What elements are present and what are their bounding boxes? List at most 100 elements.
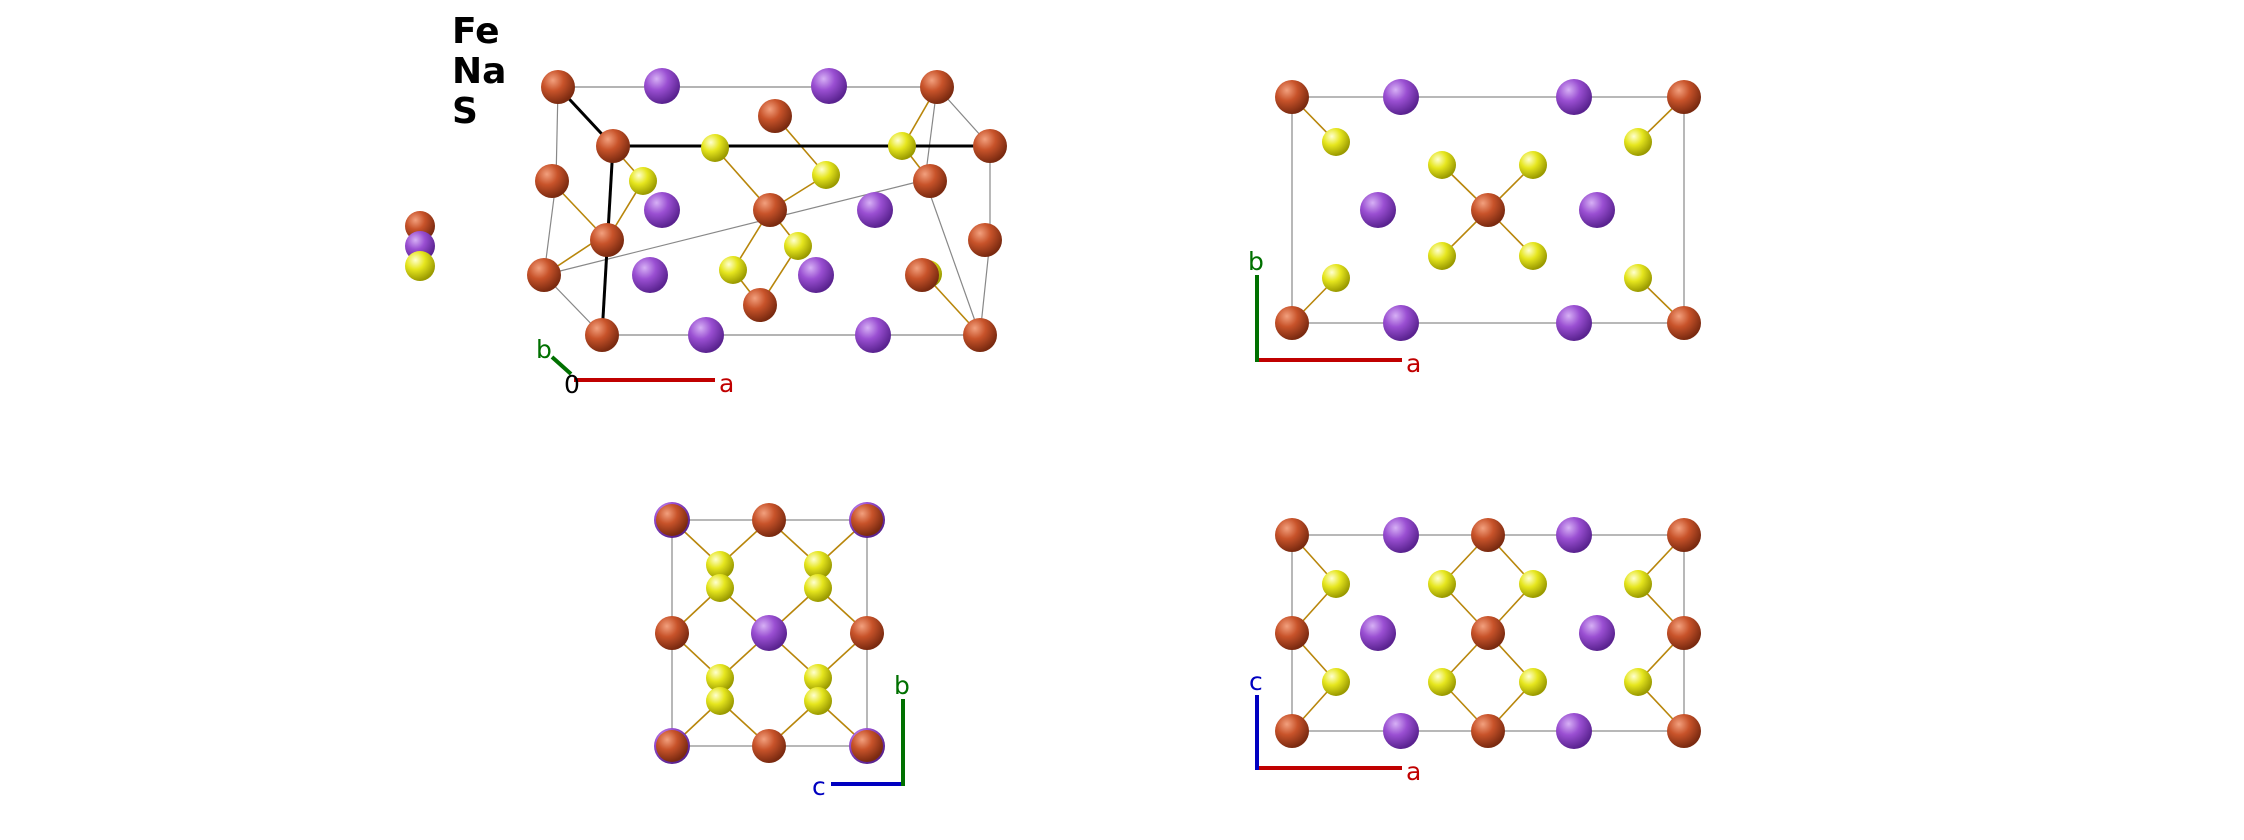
fe-atom <box>743 288 777 322</box>
fe-atom <box>753 193 787 227</box>
s-atom <box>804 574 832 602</box>
na-atom <box>1556 713 1592 749</box>
na-atom <box>857 192 893 228</box>
c-axis-label: c <box>812 772 826 801</box>
s-atom <box>706 551 734 579</box>
fe-atom <box>596 129 630 163</box>
na-atom <box>1383 305 1419 341</box>
axis-triad-cb: c b <box>812 671 910 801</box>
s-atom <box>804 664 832 692</box>
b-axis-label: b <box>894 671 910 700</box>
na-atom <box>644 192 680 228</box>
fe-atom <box>1667 306 1701 340</box>
na-atom <box>1579 192 1615 228</box>
fe-atom <box>1275 80 1309 114</box>
s-atom <box>1322 128 1350 156</box>
s-atom <box>706 574 734 602</box>
na-atom <box>1556 305 1592 341</box>
c-axis-label: c <box>1249 667 1263 696</box>
na-atom <box>644 68 680 104</box>
fe-atom <box>851 730 883 762</box>
na-atom <box>688 317 724 353</box>
b-axis-label: b <box>536 335 552 364</box>
fe-atom <box>1471 518 1505 552</box>
fe-atom <box>655 616 689 650</box>
fe-atom <box>585 318 619 352</box>
fe-atom <box>656 730 688 762</box>
unit-cell-edge <box>1291 96 1685 324</box>
view-perspective: a b 0 <box>527 68 1007 399</box>
legend-s-label: S <box>452 91 478 132</box>
fe-atom <box>1275 306 1309 340</box>
fe-atom <box>850 616 884 650</box>
s-atom <box>1428 668 1456 696</box>
fe-atom <box>963 318 997 352</box>
s-atom <box>1519 668 1547 696</box>
s-atom <box>1322 668 1350 696</box>
fe-atom <box>527 258 561 292</box>
fe-atom <box>973 129 1007 163</box>
view-ac-projection: a c <box>1249 517 1701 786</box>
atoms <box>527 68 1007 353</box>
fe-atom <box>752 503 786 537</box>
fe-atom <box>920 70 954 104</box>
fe-atom <box>535 164 569 198</box>
fe-atom <box>1667 80 1701 114</box>
na-atom <box>1579 615 1615 651</box>
na-atom <box>1383 517 1419 553</box>
s-atom <box>804 687 832 715</box>
s-atom <box>701 134 729 162</box>
s-atom <box>888 132 916 160</box>
na-atom <box>1383 713 1419 749</box>
fe-atom <box>752 729 786 763</box>
fe-atom <box>1667 616 1701 650</box>
element-legend: Fe Na S <box>405 11 506 281</box>
fe-atom <box>590 223 624 257</box>
s-atom <box>1322 264 1350 292</box>
s-atom <box>1428 151 1456 179</box>
atoms <box>1275 517 1701 749</box>
fe-atom <box>1667 518 1701 552</box>
fe-atom <box>913 164 947 198</box>
na-atom <box>1360 615 1396 651</box>
s-atom <box>1519 242 1547 270</box>
atoms <box>654 502 885 764</box>
s-atom <box>1322 570 1350 598</box>
s-atom <box>1519 570 1547 598</box>
s-atom <box>1519 151 1547 179</box>
axis-triad-ab: a b <box>1248 247 1421 378</box>
fe-atom <box>541 70 575 104</box>
s-atom <box>719 256 747 284</box>
na-atom <box>632 257 668 293</box>
na-atom <box>1383 79 1419 115</box>
s-atom <box>784 232 812 260</box>
fe-atom <box>1275 518 1309 552</box>
fe-atom <box>656 504 688 536</box>
fe-atom <box>905 258 939 292</box>
s-atom <box>1428 242 1456 270</box>
origin-label: 0 <box>564 370 580 399</box>
fe-atom <box>1275 616 1309 650</box>
a-axis-label: a <box>1406 349 1421 378</box>
s-atom <box>804 551 832 579</box>
b-axis-line <box>550 355 573 376</box>
view-ab-projection: a b <box>1248 79 1701 378</box>
na-atom <box>811 68 847 104</box>
na-atom <box>855 317 891 353</box>
s-atom <box>629 167 657 195</box>
fe-atom <box>1471 193 1505 227</box>
s-atom <box>1428 570 1456 598</box>
legend-fe-label: Fe <box>452 11 500 52</box>
fe-atom <box>968 223 1002 257</box>
na-atom <box>751 615 787 651</box>
fe-atom <box>1667 714 1701 748</box>
a-axis-label: a <box>719 369 734 398</box>
s-atom <box>812 161 840 189</box>
fe-atom <box>1471 714 1505 748</box>
atoms <box>1275 79 1701 341</box>
fe-atom <box>1471 616 1505 650</box>
view-cb-projection: c b <box>654 502 910 801</box>
fe-atom <box>851 504 883 536</box>
axis-triad-perspective: a b 0 <box>536 335 734 399</box>
